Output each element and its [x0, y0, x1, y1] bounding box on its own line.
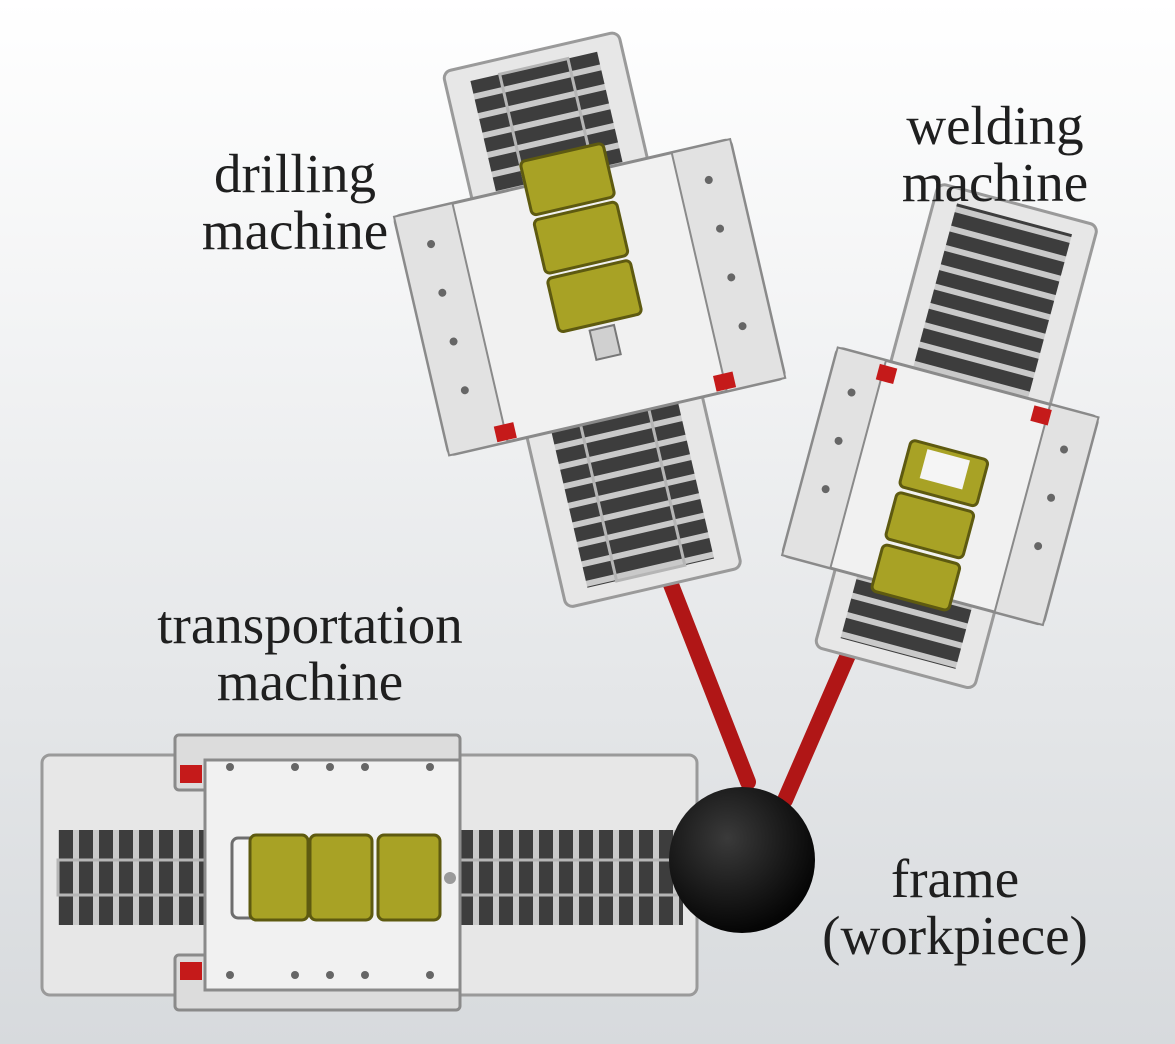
- drilling-machine-label: drilling machine: [201, 143, 389, 261]
- drill-rod: [662, 574, 756, 790]
- transport-motor-modules: [230, 833, 456, 922]
- welding-machine-label: welding machine: [901, 95, 1089, 213]
- weld-rod: [777, 647, 856, 808]
- weld-motor-modules: [870, 439, 990, 612]
- transportation-machine: [40, 733, 699, 1012]
- frame-sphere: [669, 787, 815, 933]
- frame-workpiece: [669, 787, 815, 933]
- connector-rods: [662, 574, 856, 808]
- frame-workpiece-label: frame (workpiece): [822, 848, 1088, 966]
- drill-motor-modules: [519, 142, 643, 362]
- drilling-machine: [392, 31, 787, 608]
- welding-machine: [780, 183, 1100, 690]
- transportation-machine-label: transportation machine: [157, 594, 463, 712]
